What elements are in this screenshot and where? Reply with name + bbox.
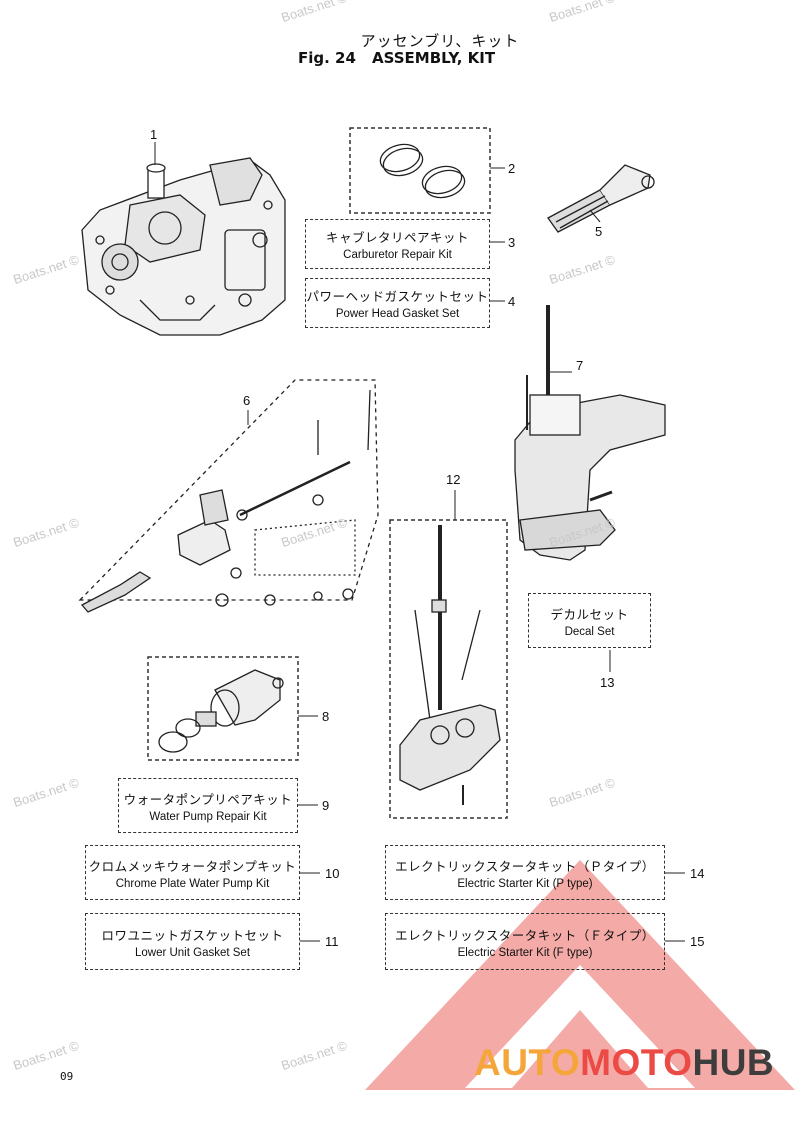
automotohub-logo: AUTOMOTOHUB xyxy=(474,1042,774,1084)
callout-3[interactable]: 3 xyxy=(508,235,516,250)
callout-14[interactable]: 14 xyxy=(690,866,705,881)
page-title-jp: アッセンブリ、キット xyxy=(360,32,520,50)
kit-label-en: Electric Starter Kit (F type) xyxy=(457,946,593,959)
callout-15[interactable]: 15 xyxy=(690,934,705,949)
logo-part-auto: AUTO xyxy=(474,1042,581,1083)
water-pump-repair-kit-box[interactable]: ウォータポンプリペアキット Water Pump Repair Kit xyxy=(118,778,298,833)
kit-label-jp: エレクトリックスタータキット（Ｆタイプ） xyxy=(395,928,655,943)
kit-label-en: Electric Starter Kit (P type) xyxy=(457,877,593,890)
kit-label-jp: ウォータポンプリペアキット xyxy=(123,792,293,807)
carburetor-repair-kit-box[interactable]: キャブレタリペアキット Carburetor Repair Kit xyxy=(305,219,490,269)
kit-label-jp: パワーヘッドガスケットセット xyxy=(306,290,489,304)
kit-label-en: Carburetor Repair Kit xyxy=(343,249,452,261)
page-code: 09 xyxy=(60,1070,74,1083)
callout-1[interactable]: 1 xyxy=(150,127,158,142)
callout-11[interactable]: 11 xyxy=(325,934,339,949)
lower-unit-drawing xyxy=(514,305,666,561)
kit-label-jp: ロワユニットガスケットセット xyxy=(101,928,284,943)
power-head-drawing xyxy=(81,157,286,336)
figure-number: Fig. 24 xyxy=(298,49,356,67)
kit-label-jp: クロムメッキウォータポンプキット xyxy=(88,859,297,874)
callout-9[interactable]: 9 xyxy=(322,798,330,813)
kit-label-en: Power Head Gasket Set xyxy=(335,308,460,320)
drive-shaft-drawing xyxy=(399,525,501,805)
callout-4[interactable]: 4 xyxy=(508,294,516,309)
kit-label-en: Lower Unit Gasket Set xyxy=(134,946,251,959)
power-head-gasket-set-box[interactable]: パワーヘッドガスケットセット Power Head Gasket Set xyxy=(305,278,490,328)
kit-label-jp: キャブレタリペアキット xyxy=(325,231,469,245)
electric-starter-kit-p-box[interactable]: エレクトリックスタータキット（Ｐタイプ） Electric Starter Ki… xyxy=(385,845,665,900)
callout-8[interactable]: 8 xyxy=(322,709,330,724)
lower-unit-gasket-set-box[interactable]: ロワユニットガスケットセット Lower Unit Gasket Set xyxy=(85,913,300,970)
chrome-plate-water-pump-kit-box[interactable]: クロムメッキウォータポンプキット Chrome Plate Water Pump… xyxy=(85,845,300,900)
logo-part-hub: HUB xyxy=(692,1042,775,1083)
kit-label-jp: デカルセット xyxy=(550,607,629,622)
kit-label-en: Decal Set xyxy=(564,625,615,638)
carburetor-rings-drawing xyxy=(379,143,466,199)
callout-12[interactable]: 12 xyxy=(446,472,461,487)
decal-set-box[interactable]: デカルセット Decal Set xyxy=(528,593,651,648)
callout-10[interactable]: 10 xyxy=(325,866,340,881)
callout-6[interactable]: 6 xyxy=(243,393,251,408)
callout-2[interactable]: 2 xyxy=(508,161,516,176)
callout-7[interactable]: 7 xyxy=(576,358,584,373)
shift-linkage-drawing xyxy=(78,379,379,613)
kit-label-en: Chrome Plate Water Pump Kit xyxy=(115,877,270,890)
callout-5[interactable]: 5 xyxy=(595,224,603,239)
electric-starter-kit-f-box[interactable]: エレクトリックスタータキット（Ｆタイプ） Electric Starter Ki… xyxy=(385,913,665,970)
figure-title: ASSEMBLY, KIT xyxy=(372,49,496,67)
callout-13[interactable]: 13 xyxy=(600,675,615,690)
kit-label-en: Water Pump Repair Kit xyxy=(149,810,267,823)
logo-part-moto: MOTO xyxy=(580,1042,693,1083)
water-pump-drawing xyxy=(158,669,284,753)
kit-label-jp: エレクトリックスタータキット（Ｐタイプ） xyxy=(395,859,655,874)
tiller-handle-drawing xyxy=(547,164,655,233)
